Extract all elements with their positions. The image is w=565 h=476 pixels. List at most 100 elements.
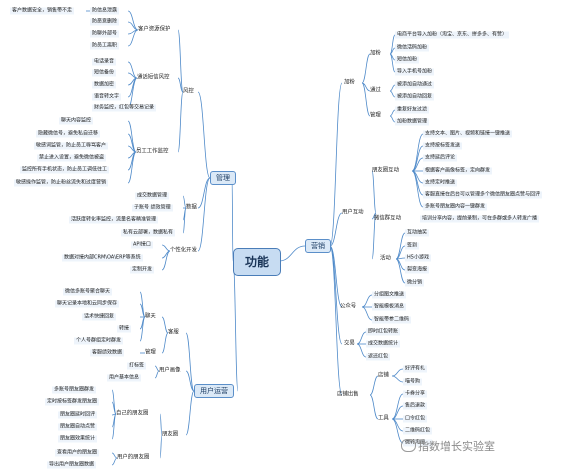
leaf: 防聊外部号 [90, 30, 120, 38]
leaf: 禁止进入设置，避免微信被盗 [37, 154, 107, 162]
leaf: 敏感操作监管，防止粉丝流失和过度营销 [14, 179, 109, 187]
leaf: H5小游戏 [405, 254, 431, 262]
cat-pass: 通过 [370, 87, 381, 94]
cat-wechat-group: 微信群互动 [374, 215, 401, 222]
cat-ops-manage: 管理 [145, 349, 156, 356]
connector-line [182, 207, 187, 234]
connector-line [371, 212, 377, 220]
connector-line [139, 316, 146, 342]
leaf: 个人号群组定时群发 [74, 337, 124, 345]
leaf: 微转淘吧... [403, 439, 432, 447]
connector-line [356, 343, 367, 358]
connector-line [185, 390, 195, 436]
cat-customer-service: 客服 [168, 329, 179, 336]
connector-line [161, 332, 169, 354]
connector-line [161, 244, 171, 252]
cat-employee-monitor: 员工工作监控 [136, 148, 169, 155]
leaf: 支持定时推送 [423, 179, 458, 187]
leaf: 多账号朋友圈内容一键群发 [423, 203, 488, 211]
cat-custom-dev: 个性化开发 [170, 247, 197, 254]
connector-line [111, 413, 117, 440]
leaf: 防员工离职 [90, 42, 120, 50]
leaf: 定时按标签群发朋友圈 [45, 398, 100, 406]
leaf: 多账号朋友圈群发 [52, 386, 97, 394]
leaf: 隐藏微信号，避免私自迁移 [36, 130, 101, 138]
connector-line [127, 10, 139, 31]
root-node: 功能 [233, 248, 281, 276]
leaf: 短信加粉 [395, 56, 420, 64]
leaf: 电商平台导入加粉（淘宝、京东、拼多多、有赞） [395, 31, 510, 39]
connector-line [389, 53, 396, 73]
leaf: 培训分享内容，提前录制，可在多群或多人转发广播 [420, 215, 540, 223]
connector-line [361, 82, 371, 117]
leaf: 微信多账号聚合聊天 [63, 288, 113, 296]
cat-moments: 朋友圈 [162, 431, 179, 438]
leaf: 监控所有手机状态，防止员工调低往工 [20, 166, 110, 174]
connector-line [395, 258, 406, 284]
connector-line [232, 260, 239, 392]
connector-line [177, 77, 184, 93]
leaf: 返还红包 [366, 353, 391, 361]
leaf: 财务监控，红包等交易记录 [92, 104, 157, 112]
leaf: 加粉数据管理 [395, 118, 430, 126]
cat-user-moments: 用户的朋友圈 [117, 454, 150, 461]
leaf: 互动抽奖 [405, 229, 430, 237]
leaf: 查看用户的朋友圈 [55, 449, 100, 457]
cat-own-moments: 自己的朋友圈 [116, 410, 149, 417]
cat-add-fans: 加粉 [370, 50, 381, 57]
cat-official: 公众号 [340, 303, 357, 310]
connector-line [231, 177, 234, 262]
leaf: 短信备份 [92, 69, 117, 77]
leaf: 裂变海报 [405, 266, 430, 274]
leaf: 客服直接在后台可以管理多个微信朋友圈点赞与回评 [423, 191, 543, 199]
leaf: 防信息泄露 [90, 7, 120, 15]
connector-line [111, 457, 118, 466]
cat-tools: 工具 [378, 415, 389, 422]
connector-line [329, 82, 343, 247]
watermark: 指数增长实验室 [418, 440, 495, 453]
cat-portrait: 用户画像 [159, 367, 181, 374]
cat-manage: 管理 [370, 112, 381, 119]
leaf: 根据客户画像标签，定向群发 [423, 167, 493, 175]
connector-line [127, 120, 137, 153]
leaf: 智能带参二维码 [372, 316, 412, 324]
leaf: 卡券分享 [403, 390, 428, 398]
connector-line [369, 394, 379, 420]
leaf: 防恶意删除 [90, 18, 120, 26]
connector-line [177, 91, 184, 153]
connector-line [395, 232, 406, 260]
leaf: 朋友圈自动点赞 [58, 423, 98, 431]
cat-deal: 交易 [344, 340, 355, 347]
cat-fengkong: 风控 [183, 88, 194, 95]
leaf: 分组图文推送 [372, 291, 407, 299]
leaf: 支持按标签发送 [423, 142, 463, 150]
leaf: 支持延后评论 [423, 154, 458, 162]
connector-line [371, 170, 377, 214]
connector-line [278, 245, 306, 262]
leaf: 客户数据安全，销售带不走 [10, 7, 75, 15]
leaf: 聊天内容监控 [59, 117, 94, 125]
leaf: 转接 [117, 325, 132, 333]
connector-line [371, 212, 377, 260]
leaf: 微信活码加粉 [395, 44, 430, 52]
connector-line [391, 375, 404, 383]
connector-line [391, 368, 404, 377]
leaf: 被添加自动通过 [395, 81, 435, 89]
connector-line [197, 177, 211, 252]
connector-line [356, 331, 367, 345]
connector-line [361, 306, 373, 321]
connector-line [361, 294, 373, 308]
leaf: 敏感词监管，防止员工辱骂客户 [34, 142, 109, 150]
connector-line [159, 413, 163, 436]
branch-management: 管理 [210, 171, 236, 185]
cat-data: 数据 [186, 204, 197, 211]
leaf: 成交数据管理 [135, 192, 170, 200]
connector-line [185, 332, 195, 392]
connector-line [369, 375, 379, 396]
leaf: 客服绩效数据 [90, 349, 125, 357]
cat-customer-protection: 客户资源保护 [138, 26, 171, 33]
connector-line [329, 245, 343, 396]
connector-line [361, 53, 371, 84]
branch-operations: 用户运营 [194, 384, 234, 398]
